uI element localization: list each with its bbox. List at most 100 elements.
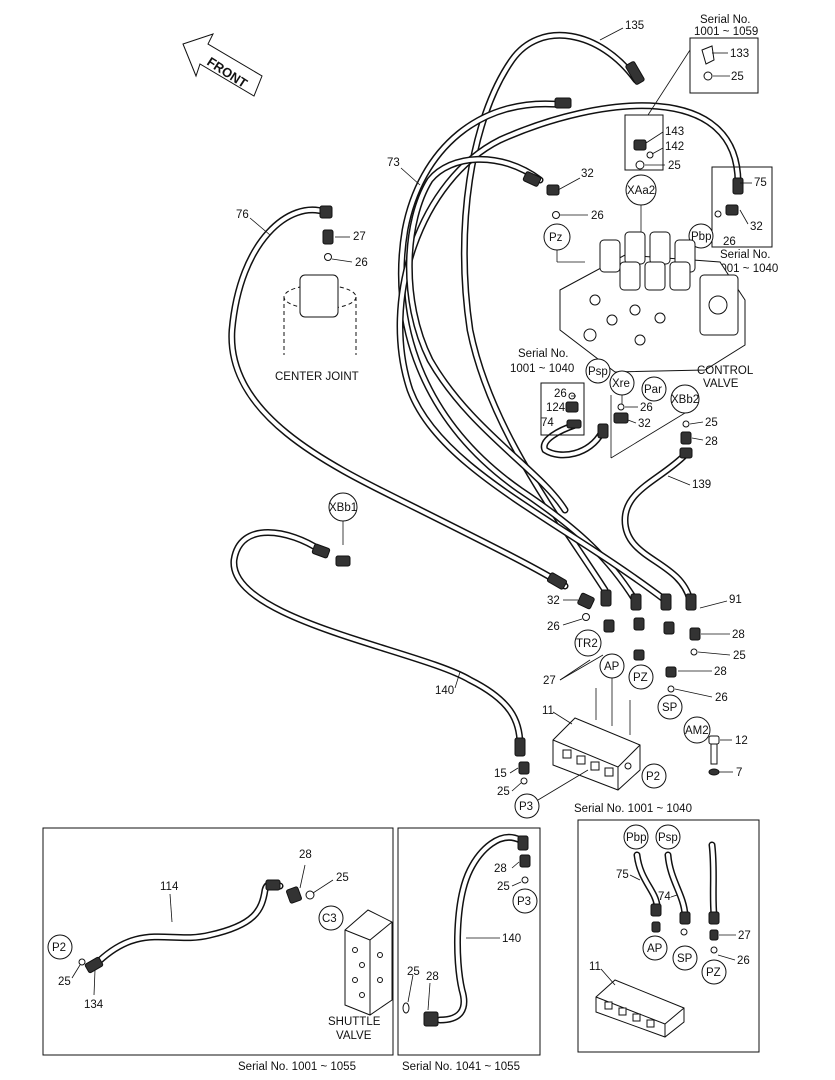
- part-91: 91: [729, 594, 742, 606]
- port-c3: C3: [322, 913, 337, 925]
- bubble-psp2: Psp: [655, 824, 681, 850]
- part-32-c: 32: [638, 418, 651, 430]
- serial-range-1059: 1001 ~ 1059: [694, 26, 758, 38]
- port-p3: P3: [519, 801, 533, 813]
- part-73: 73: [387, 157, 400, 169]
- bubble-pz3: PZ: [701, 959, 727, 985]
- port-xbb1: XBb1: [329, 502, 357, 514]
- control-valve: CONTROL VALVE: [559, 231, 754, 390]
- port-pz: Pz: [549, 232, 563, 244]
- hoses-right-box: [633, 841, 718, 919]
- label-control: CONTROL: [697, 365, 754, 377]
- part-133: 133: [730, 48, 749, 60]
- part-75-b: 75: [616, 869, 629, 881]
- manifold-block-11: [552, 717, 641, 791]
- port-pbp2: Pbp: [626, 832, 646, 844]
- part-25-b: 25: [668, 160, 681, 172]
- port-tr2: TR2: [576, 638, 598, 650]
- hose-74-short: [540, 421, 606, 459]
- part-28-b: 28: [732, 629, 745, 641]
- bubble-pz: Pz: [543, 223, 571, 251]
- serial-box-1001-1059: Serial No. 1001 ~ 1059 133 25: [647, 14, 759, 116]
- part-25-g: 25: [58, 976, 71, 988]
- part-25-c: 25: [705, 417, 718, 429]
- serial-box-mid-label: Serial No. 1041 ~ 1055: [402, 1061, 520, 1073]
- part-26-f: 26: [547, 621, 560, 633]
- port-pz2: PZ: [633, 672, 648, 684]
- bubble-tr2: TR2: [574, 629, 602, 657]
- label-shuttle: SHUTTLE: [328, 1016, 381, 1028]
- port-par: Par: [644, 384, 662, 396]
- part-28-e: 28: [494, 863, 507, 875]
- fitting-32-pz: 32 26: [546, 168, 604, 222]
- bubble-ap: AP: [599, 653, 625, 679]
- part-25-a: 25: [731, 71, 744, 83]
- fitting-27-center: 27 26: [322, 229, 368, 269]
- port-pz3: PZ: [706, 967, 721, 979]
- bubble-xre: Xre: [609, 370, 635, 396]
- bubble-sp2: SP: [672, 945, 698, 971]
- fitting-32-tr2: 32 26: [547, 592, 595, 633]
- part-140-a: 140: [435, 685, 454, 697]
- hose-114: [91, 880, 284, 969]
- bubble-par: Par: [641, 376, 667, 402]
- part-135: 135: [625, 20, 644, 32]
- port-p3b: P3: [517, 896, 531, 908]
- part-139: 139: [692, 479, 711, 491]
- bubble-psp: Psp: [585, 358, 611, 384]
- bubble-p3: P3: [514, 793, 540, 819]
- part-11-a: 11: [542, 705, 554, 717]
- part-25-i: 25: [407, 966, 420, 978]
- front-arrow: FRONT: [182, 33, 263, 97]
- serial-range-1040: 1001 ~ 1040: [714, 263, 778, 275]
- label-valve: VALVE: [703, 378, 739, 390]
- bubble-c3: C3: [318, 905, 344, 931]
- fittings-column: [603, 617, 701, 693]
- serial-box-1001-1040-top: 75 32 26 Serial No. 1001 ~ 1040: [711, 166, 778, 275]
- part-32-b: 32: [750, 221, 763, 233]
- part-7: 7: [736, 767, 742, 779]
- port-ap: AP: [604, 661, 620, 673]
- bubble-pz2: PZ: [628, 664, 654, 690]
- hose-139-91: [621, 451, 694, 604]
- hose-73: [397, 100, 639, 604]
- part-26-e: 26: [640, 402, 653, 414]
- part-25-d: 25: [733, 650, 746, 662]
- part-143: 143: [665, 126, 684, 138]
- part-27-c: 27: [738, 930, 751, 942]
- part-26-g: 26: [715, 692, 728, 704]
- part-26-d: 26: [554, 388, 567, 400]
- serial-box-1001-1040-right: Serial No. 1001 ~ 1040: [574, 803, 760, 1053]
- part-25-f: 25: [336, 872, 349, 884]
- part-32-d: 32: [547, 595, 560, 607]
- serial-no-word-2: Serial No.: [720, 249, 771, 261]
- part-134: 134: [84, 999, 104, 1011]
- port-sp: SP: [662, 702, 678, 714]
- bubble-am2: AM2: [683, 716, 711, 744]
- part-74-b: 74: [658, 891, 671, 903]
- bubble-p2: P2: [641, 763, 667, 789]
- part-25-e: 25: [497, 786, 510, 798]
- bubble-xbb1: XBb1: [328, 492, 358, 522]
- serial-box-1041-1055: Serial No. 1041 ~ 1055: [397, 827, 541, 1073]
- serial-box-right-label: Serial No. 1001 ~ 1040: [574, 803, 692, 815]
- part-76: 76: [236, 209, 249, 221]
- serial-box-1001-1055: Serial No. 1001 ~ 1055: [42, 827, 394, 1073]
- part-12: 12: [735, 735, 748, 747]
- serial-box-1001-1040-left: Serial No. 1001 ~ 1040 26 124 74: [510, 348, 585, 436]
- part-28-f: 28: [426, 971, 439, 983]
- center-joint: CENTER JOINT: [275, 274, 359, 383]
- port-xbb2: XBb2: [671, 394, 699, 406]
- port-pbp: Pbp: [691, 231, 711, 243]
- part-28-d: 28: [299, 849, 312, 861]
- port-p2: P2: [646, 771, 660, 783]
- part-15: 15: [494, 768, 507, 780]
- bubble-xbb2: XBb2: [670, 384, 700, 414]
- serial-no-word-1: Serial No.: [700, 14, 751, 26]
- part-114: 114: [160, 881, 179, 893]
- port-am2: AM2: [685, 725, 709, 737]
- bubble-p2b: P2: [47, 934, 73, 960]
- label-center-joint: CENTER JOINT: [275, 371, 359, 383]
- serial-range-1040-b: 1001 ~ 1040: [510, 363, 574, 375]
